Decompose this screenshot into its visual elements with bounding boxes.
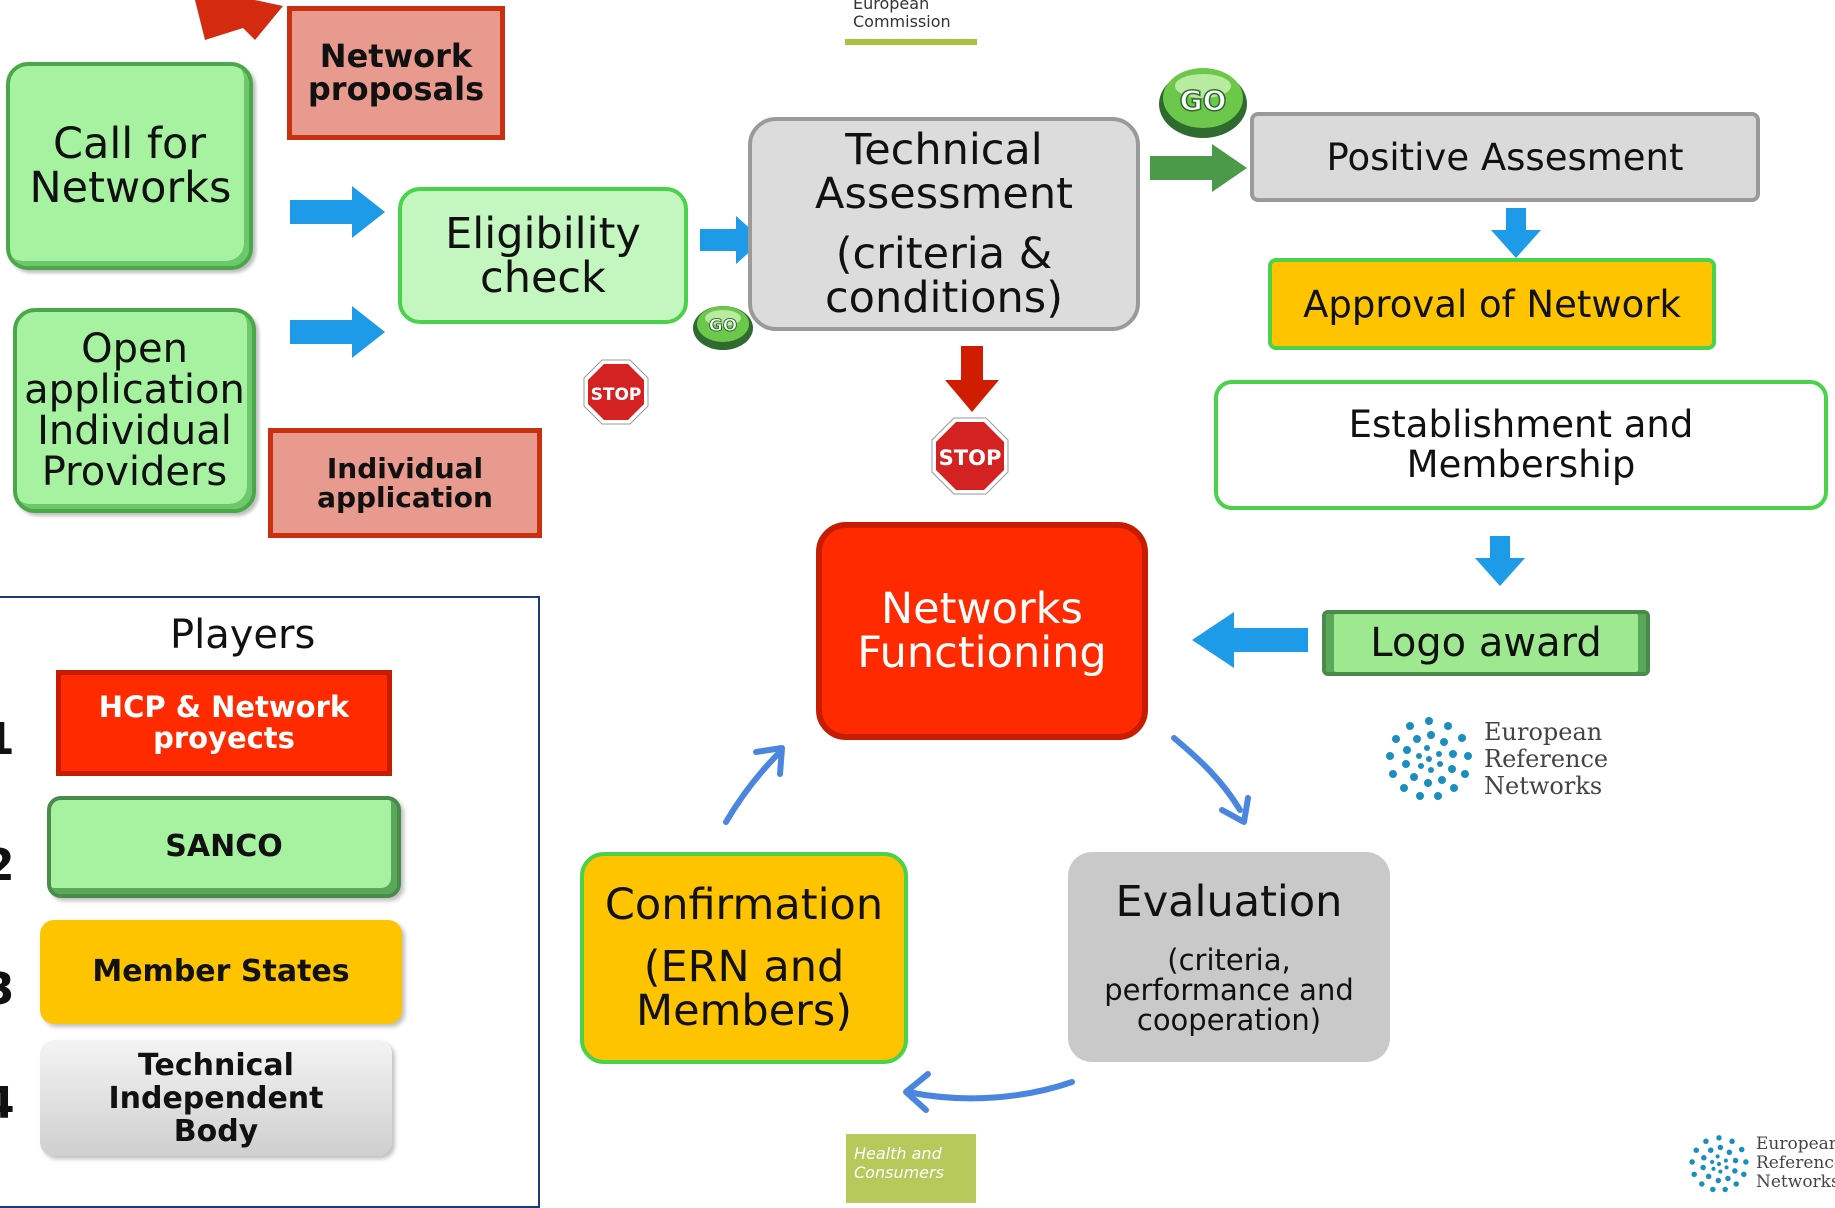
legend-label-3: Member States xyxy=(92,954,350,989)
positive-assessment-label: Positive Assesment xyxy=(1326,135,1684,179)
technical-assessment-sub: (criteria & conditions) xyxy=(825,229,1063,323)
eligibility-check-label: Eligibility check xyxy=(445,208,641,303)
stop-sign-large: STOP xyxy=(931,417,1009,495)
legend-item-4: Technical Independent Body xyxy=(40,1040,392,1156)
logo-award-label: Logo award xyxy=(1370,620,1602,666)
individual-application-label: Individual application xyxy=(317,452,493,514)
call-for-networks-label: Call for Networks xyxy=(29,119,232,213)
establishment-membership-label: Establishment and Membership xyxy=(1348,403,1694,486)
arrow-confirmation-to-functioning xyxy=(723,745,785,825)
ern-dots-icon xyxy=(1386,717,1472,800)
legend-num-2: 2 xyxy=(0,840,15,891)
ern-footer-line2: Reference xyxy=(1756,1153,1835,1173)
legend-num-4: 4 xyxy=(0,1078,15,1129)
commission-line1: European xyxy=(853,0,930,13)
approval-of-network-box: Approval of Network xyxy=(1268,258,1716,350)
arrow-call-to-eligibility xyxy=(290,186,385,238)
network-proposals-label: Network proposals xyxy=(307,37,485,108)
footer-tag-line2: Consumers xyxy=(854,1163,944,1182)
players-title: Players xyxy=(170,612,316,658)
arrow-evaluation-to-confirmation xyxy=(903,1071,1075,1113)
arrow-technical-to-positive xyxy=(1150,144,1247,192)
red-corner-arrow xyxy=(195,0,283,40)
evaluation-box: Evaluation (criteria, performance and co… xyxy=(1068,852,1390,1062)
go-small-text: GO xyxy=(709,316,737,336)
stop-small-text: STOP xyxy=(591,385,642,405)
technical-assessment-title: Technical Assessment xyxy=(815,125,1073,219)
confirmation-sub: (ERN and Members) xyxy=(635,942,853,1036)
confirmation-box: Confirmation (ERN and Members) xyxy=(580,852,908,1064)
legend-label-4: Technical Independent Body xyxy=(108,1047,324,1149)
call-for-networks-box: Call for Networks xyxy=(6,62,253,270)
networks-functioning-box: Networks Functioning xyxy=(816,522,1148,740)
technical-assessment-box: Technical Assessment (criteria & conditi… xyxy=(748,117,1140,331)
ern-logo-middle: European Reference Networks xyxy=(1384,714,1614,804)
networks-functioning-label: Networks Functioning xyxy=(857,584,1107,678)
legend-label-1: HCP & Network proyects xyxy=(98,690,350,755)
stop-sign-small: STOP xyxy=(583,359,649,425)
go-button-small: GO xyxy=(693,306,753,350)
ern-footer-dots-icon xyxy=(1689,1135,1749,1193)
logo-award-box: Logo award xyxy=(1322,610,1650,676)
arrow-functioning-to-evaluation xyxy=(1171,735,1251,825)
legend-label-2: SANCO xyxy=(165,829,283,864)
positive-assessment-box: Positive Assesment xyxy=(1250,112,1760,202)
ern-middle-line2: Reference xyxy=(1484,745,1609,773)
go-large-text: GO xyxy=(1180,84,1227,117)
legend-item-3: Member States xyxy=(40,920,402,1024)
footer-tag-line1: Health and xyxy=(854,1144,942,1163)
establishment-membership-box: Establishment and Membership xyxy=(1214,380,1828,510)
eligibility-check-box: Eligibility check xyxy=(398,187,688,324)
individual-application-box: Individual application xyxy=(268,428,542,538)
legend-item-2: SANCO xyxy=(47,796,401,898)
arrow-establishment-to-logo xyxy=(1475,536,1525,586)
health-consumers-tag: Health and Consumers xyxy=(846,1134,976,1203)
arrow-technical-to-stop xyxy=(945,346,999,412)
ern-footer-line1: European xyxy=(1756,1134,1835,1154)
ern-footer-line3: Networks xyxy=(1756,1172,1835,1192)
approval-of-network-label: Approval of Network xyxy=(1303,282,1681,326)
open-application-box: Open application Individual Providers xyxy=(13,308,256,513)
legend-num-3: 3 xyxy=(0,964,15,1015)
arrow-eligibility-to-technical xyxy=(700,216,763,264)
network-proposals-box: Network proposals xyxy=(287,6,505,140)
commission-bar xyxy=(845,39,977,45)
arrow-open-to-eligibility xyxy=(290,306,385,358)
arrow-logo-to-functioning xyxy=(1192,612,1308,668)
commission-logo: European Commission xyxy=(845,0,977,48)
legend-num-1: 1 xyxy=(0,714,15,765)
commission-line2: Commission xyxy=(853,12,951,31)
legend-item-1: HCP & Network proyects xyxy=(56,670,392,776)
evaluation-sub: (criteria, performance and cooperation) xyxy=(1104,943,1354,1037)
confirmation-title: Confirmation xyxy=(604,880,884,930)
ern-middle-line3: Networks xyxy=(1484,772,1603,800)
stop-large-text: STOP xyxy=(939,446,1002,470)
evaluation-title: Evaluation xyxy=(1115,877,1343,927)
open-application-label: Open application Individual Providers xyxy=(24,325,245,495)
go-button-large: GO xyxy=(1159,68,1247,138)
players-legend: Players 1 HCP & Network proyects 2 SANCO… xyxy=(0,596,540,1208)
ern-logo-footer: European Reference Networks xyxy=(1688,1132,1835,1202)
ern-middle-line1: European xyxy=(1484,718,1603,746)
arrow-positive-to-approval xyxy=(1491,208,1541,258)
